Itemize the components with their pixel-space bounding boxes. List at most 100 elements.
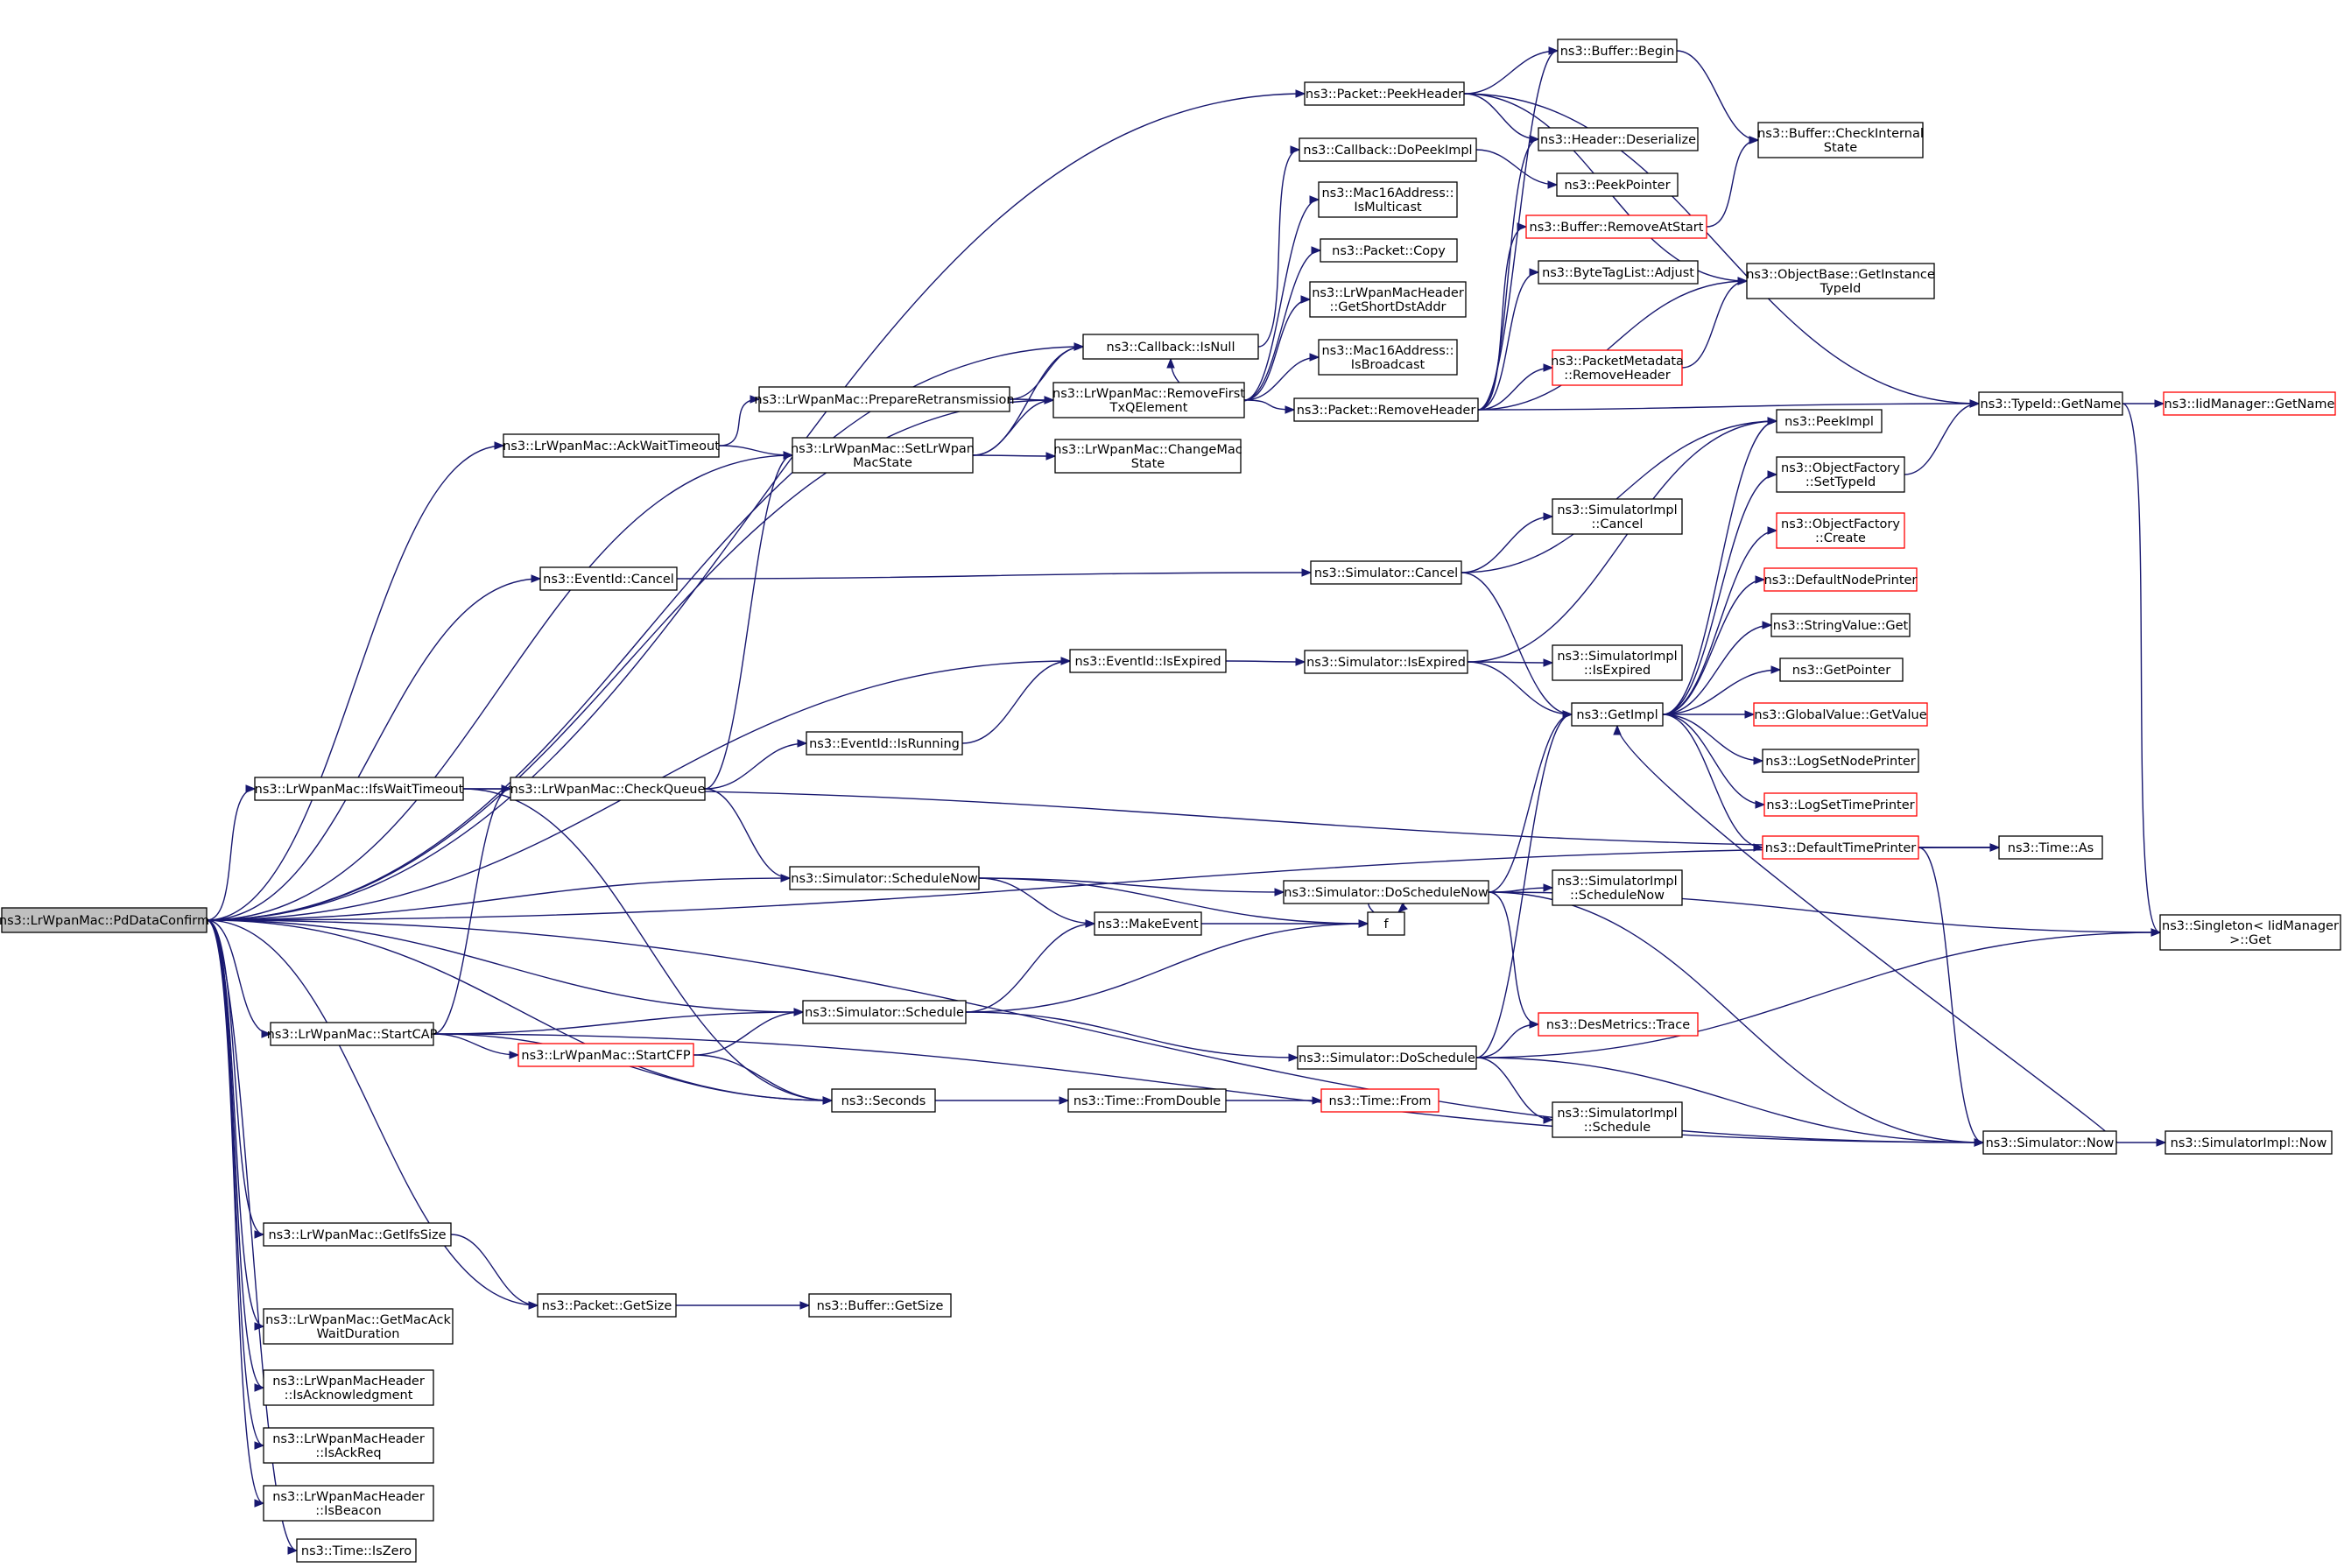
node-des-metrics-trace[interactable]: ns3::DesMetrics::Trace xyxy=(1538,1012,1699,1037)
node-packet-remove-header[interactable]: ns3::Packet::RemoveHeader xyxy=(1293,397,1479,422)
node-label: ns3::LogSetNodePrinter xyxy=(1765,755,1916,769)
node-sim-impl-is-expired[interactable]: ns3::SimulatorImpl::IsExpired xyxy=(1552,644,1683,681)
node-label: ns3::EventId::Cancel xyxy=(543,573,674,587)
node-byte-tag-list-adjust[interactable]: ns3::ByteTagList::Adjust xyxy=(1538,260,1699,285)
node-get-impl[interactable]: ns3::GetImpl xyxy=(1571,702,1664,727)
node-is-beacon[interactable]: ns3::LrWpanMacHeader::IsBeacon xyxy=(263,1485,434,1522)
node-simulator-now[interactable]: ns3::Simulator::Now xyxy=(1982,1130,2117,1155)
node-box xyxy=(1067,1088,1227,1113)
edge-pd-data-confirm-to-start-cap xyxy=(206,919,272,1038)
node-box xyxy=(1763,567,1918,592)
node-default-node-printer[interactable]: ns3::DefaultNodePrinter xyxy=(1763,567,1918,592)
node-peek-pointer[interactable]: ns3::PeekPointer xyxy=(1556,172,1679,197)
node-start-cap[interactable]: ns3::LrWpanMac::StartCAP xyxy=(267,1022,438,1046)
node-start-cfp[interactable]: ns3::LrWpanMac::StartCFP xyxy=(517,1043,694,1067)
node-buffer-remove-at-start[interactable]: ns3::Buffer::RemoveAtStart xyxy=(1525,214,1707,239)
node-simulator-do-schedule-now[interactable]: ns3::Simulator::DoScheduleNow xyxy=(1283,880,1489,904)
node-get-ifs-size[interactable]: ns3::LrWpanMac::GetIfsSize xyxy=(263,1222,452,1247)
node-ack-wait-timeout[interactable]: ns3::LrWpanMac::AckWaitTimeout xyxy=(503,433,720,458)
node-iid-manager-get-name[interactable]: ns3::IidManager::GetName xyxy=(2163,391,2336,416)
node-label: ns3::Simulator::DoSchedule xyxy=(1299,1051,1475,1065)
node-time-from-double[interactable]: ns3::Time::FromDouble xyxy=(1067,1088,1227,1113)
node-is-ack-req[interactable]: ns3::LrWpanMacHeader::IsAckReq xyxy=(263,1427,434,1464)
node-box xyxy=(1525,214,1707,239)
node-label: ns3::Time::IsZero xyxy=(301,1544,412,1558)
node-peek-impl[interactable]: ns3::PeekImpl xyxy=(1776,409,1883,433)
node-event-id-is-expired[interactable]: ns3::EventId::IsExpired xyxy=(1069,649,1227,673)
node-box xyxy=(1557,39,1678,63)
node-ifs-wait-timeout[interactable]: ns3::LrWpanMac::IfsWaitTimeout xyxy=(254,777,464,801)
node-object-factory-create[interactable]: ns3::ObjectFactory::Create xyxy=(1776,512,1905,549)
node-get-pointer[interactable]: ns3::GetPointer xyxy=(1779,657,1904,682)
node-label: ns3::Buffer::GetSize xyxy=(817,1299,944,1313)
node-simulator-do-schedule[interactable]: ns3::Simulator::DoSchedule xyxy=(1297,1045,1477,1070)
node-singleton-get[interactable]: ns3::Singleton< IidManager >::Get xyxy=(2159,914,2341,951)
node-label: ns3::Packet::Copy xyxy=(1332,244,1446,258)
node-seconds[interactable]: ns3::Seconds xyxy=(831,1088,936,1113)
node-simulator-schedule-now[interactable]: ns3::Simulator::ScheduleNow xyxy=(789,866,980,890)
node-sim-impl-schedule-now[interactable]: ns3::SimulatorImpl::ScheduleNow xyxy=(1552,869,1683,906)
edge-simulator-now-to-sim-impl-now xyxy=(2116,1138,2167,1147)
node-default-time-printer[interactable]: ns3::DefaultTimePrinter xyxy=(1762,835,1919,860)
node-label: ns3::Simulator::Now xyxy=(1986,1136,2115,1150)
node-packet-metadata-remove-header[interactable]: ns3::PacketMetadata::RemoveHeader xyxy=(1551,349,1684,386)
node-mac16-is-multicast[interactable]: ns3::Mac16Address::IsMulticast xyxy=(1318,181,1458,218)
node-label: ns3::Mac16Address:: xyxy=(1321,344,1454,358)
node-box xyxy=(1552,349,1683,386)
node-mac16-is-broadcast[interactable]: ns3::Mac16Address::IsBroadcast xyxy=(1318,339,1458,376)
node-label: ns3::ByteTagList::Adjust xyxy=(1542,266,1694,280)
node-event-id-is-running[interactable]: ns3::EventId::IsRunning xyxy=(806,731,963,756)
edge-set-lr-wpan-mac-state-to-change-mac-state xyxy=(972,452,1057,461)
node-get-short-dst-addr[interactable]: ns3::LrWpanMacHeader::GetShortDstAddr xyxy=(1309,281,1467,318)
node-label: ns3::EventId::IsRunning xyxy=(809,737,960,751)
node-buffer-get-size[interactable]: ns3::Buffer::GetSize xyxy=(808,1293,952,1318)
node-buffer-begin[interactable]: ns3::Buffer::Begin xyxy=(1557,39,1678,63)
node-label: ns3::LogSetTimePrinter xyxy=(1766,798,1914,812)
node-packet-peek-header[interactable]: ns3::Packet::PeekHeader xyxy=(1304,81,1465,106)
node-label: ns3::ObjectBase::GetInstance xyxy=(1746,268,1935,282)
node-string-value-get[interactable]: ns3::StringValue::Get xyxy=(1770,613,1911,637)
node-callback-is-null[interactable]: ns3::Callback::IsNull xyxy=(1082,334,1259,360)
node-is-acknowledgment[interactable]: ns3::LrWpanMacHeader::IsAcknowledgment xyxy=(263,1369,434,1406)
node-simulator-is-expired[interactable]: ns3::Simulator::IsExpired xyxy=(1304,650,1468,674)
node-sim-impl-cancel[interactable]: ns3::SimulatorImpl::Cancel xyxy=(1552,498,1683,535)
node-time-is-zero[interactable]: ns3::Time::IsZero xyxy=(296,1538,417,1563)
node-time-from[interactable]: ns3::Time::From xyxy=(1320,1088,1439,1113)
node-log-set-time-printer[interactable]: ns3::LogSetTimePrinter xyxy=(1763,792,1918,817)
node-packet-get-size[interactable]: ns3::Packet::GetSize xyxy=(537,1293,677,1318)
node-label: ns3::Time::As xyxy=(2008,841,2094,855)
edge-get-impl-to-global-value-get-value xyxy=(1663,710,1756,719)
node-simulator-schedule[interactable]: ns3::Simulator::Schedule xyxy=(802,1000,967,1024)
node-check-queue[interactable]: ns3::LrWpanMac::CheckQueue xyxy=(510,777,706,801)
node-type-id-get-name[interactable]: ns3::TypeId::GetName xyxy=(1978,391,2123,416)
node-f[interactable]: f xyxy=(1367,911,1405,936)
node-packet-copy[interactable]: ns3::Packet::Copy xyxy=(1320,238,1458,263)
node-log-set-node-printer[interactable]: ns3::LogSetNodePrinter xyxy=(1762,749,1919,773)
node-event-id-cancel[interactable]: ns3::EventId::Cancel xyxy=(539,566,678,591)
node-global-value-get-value[interactable]: ns3::GlobalValue::GetValue xyxy=(1753,702,1928,727)
node-pd-data-confirm[interactable]: ns3::LrWpanMac::PdDataConfirm xyxy=(0,907,209,933)
node-header-deserialize[interactable]: ns3::Header::Deserialize xyxy=(1538,127,1699,151)
node-box xyxy=(1770,613,1911,637)
node-label: TxQElement xyxy=(1109,401,1188,415)
edge-start-cap-to-start-cfp xyxy=(433,1033,520,1059)
node-time-as[interactable]: ns3::Time::As xyxy=(1998,835,2103,860)
node-box xyxy=(2159,914,2341,951)
node-box xyxy=(802,1000,967,1024)
node-object-factory-set-type-id[interactable]: ns3::ObjectFactory::SetTypeId xyxy=(1776,456,1905,493)
node-make-event[interactable]: ns3::MakeEvent xyxy=(1094,911,1202,936)
node-box xyxy=(537,1293,677,1318)
node-sim-impl-now[interactable]: ns3::SimulatorImpl::Now xyxy=(2165,1130,2333,1155)
node-label: ns3::SimulatorImpl xyxy=(1557,1107,1677,1121)
node-callback-do-peek-impl[interactable]: ns3::Callback::DoPeekImpl xyxy=(1299,137,1477,162)
node-simulator-cancel[interactable]: ns3::Simulator::Cancel xyxy=(1310,560,1462,585)
node-sim-impl-schedule[interactable]: ns3::SimulatorImpl::Schedule xyxy=(1552,1101,1683,1138)
node-label: ns3::Buffer::CheckInternal xyxy=(1757,127,1924,141)
node-prepare-retransmission[interactable]: ns3::LrWpanMac::PrepareRetransmission xyxy=(754,386,1015,412)
